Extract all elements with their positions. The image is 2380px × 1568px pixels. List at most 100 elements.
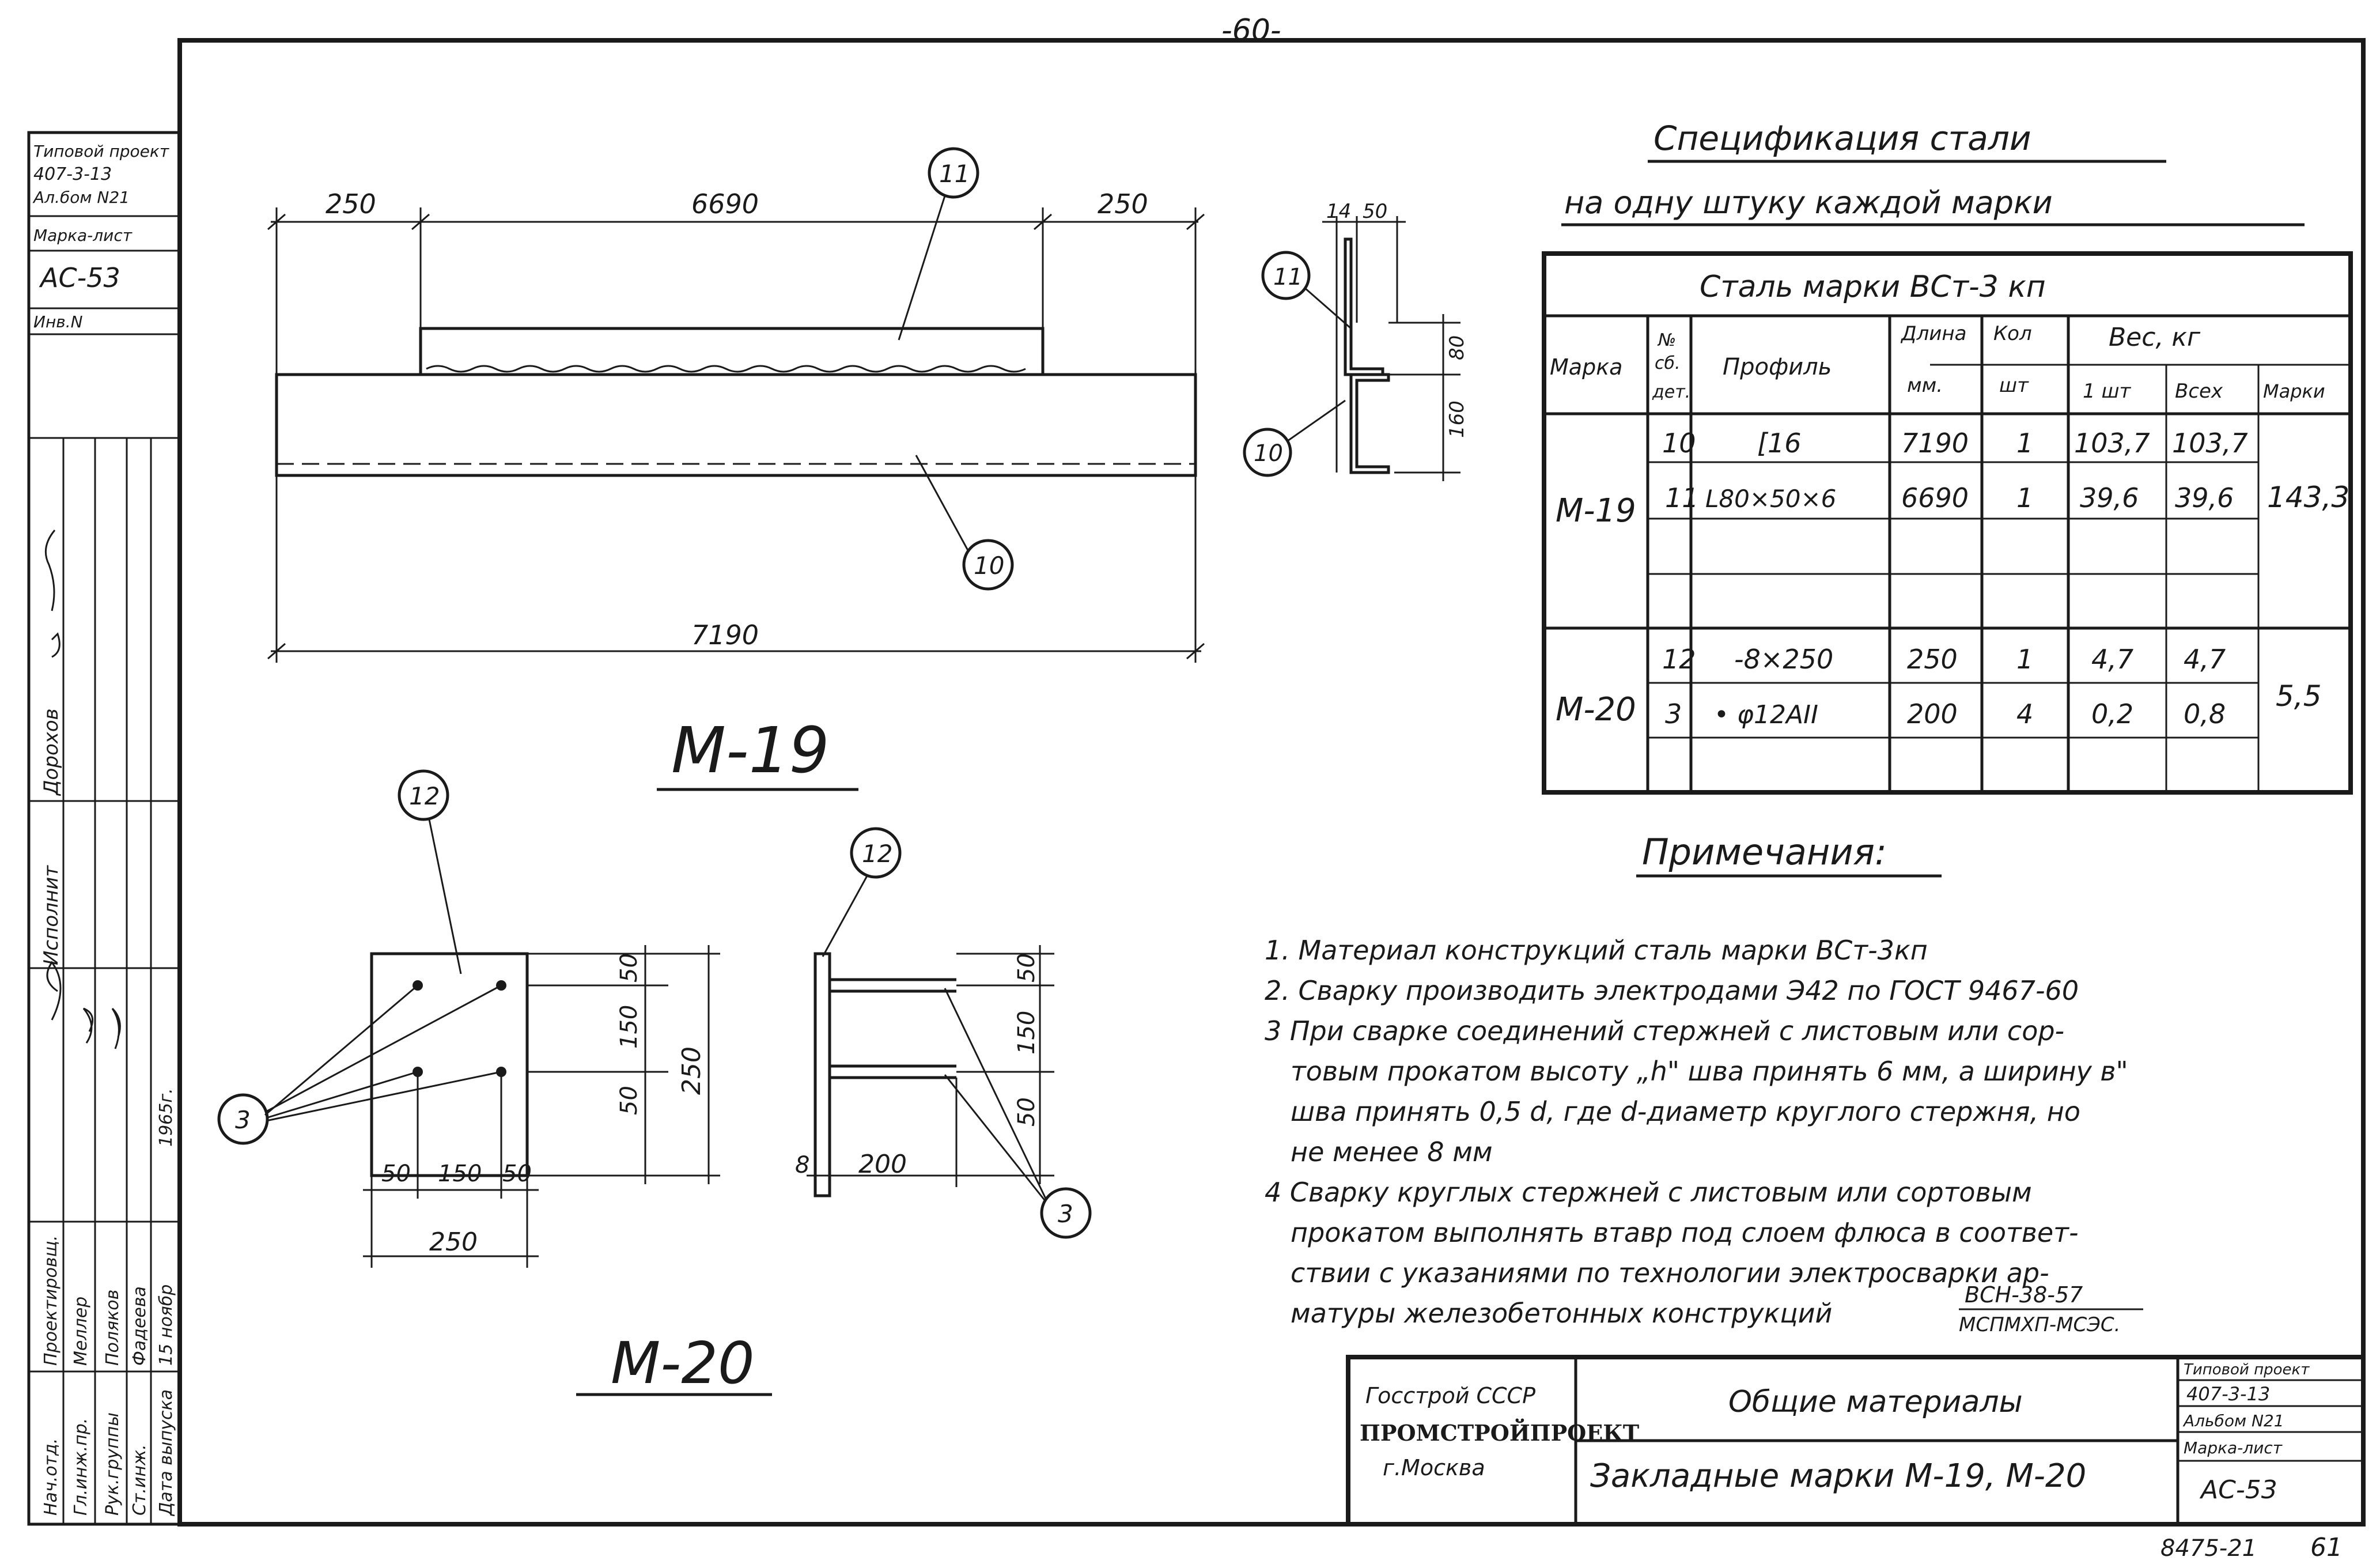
note-line: шва принять 0,5 d, где d-диаметр круглог… bbox=[1291, 1096, 2080, 1127]
notes-title: Примечания: bbox=[1642, 831, 1887, 873]
spec-header-length: мм. bbox=[1907, 374, 1943, 397]
spec-row: 11 L80×50×6 6690 1 39,6 39,6 bbox=[1665, 482, 2234, 513]
spec-header-no: № bbox=[1657, 330, 1676, 350]
callout-10: 10 bbox=[974, 551, 1004, 580]
side-callout-12: 12 bbox=[862, 840, 892, 868]
signature-mark bbox=[46, 961, 62, 1021]
note-line: 2. Сварку производить электродами Э42 по… bbox=[1265, 975, 2079, 1006]
side-dim-right: 50 bbox=[1013, 953, 1040, 983]
stamp-dept: Нач.отд. bbox=[41, 1438, 61, 1516]
spec-cell-no: 3 bbox=[1665, 698, 1682, 730]
m19-dim-top: 250 bbox=[1098, 188, 1148, 220]
spec-cell-qty: 1 bbox=[2016, 428, 2033, 459]
plan-dim-bottom: 50 bbox=[381, 1161, 411, 1187]
section-callout: 10 bbox=[1254, 440, 1283, 467]
spec-cell-w1: 103,7 bbox=[2074, 428, 2150, 459]
section-callout: 11 bbox=[1273, 264, 1303, 290]
note-ref-top: ВСН-38-57 bbox=[1965, 1282, 2083, 1308]
spec-cell-wall: 103,7 bbox=[2172, 428, 2248, 459]
spec-section: Спецификация стали на одну штуку каждой … bbox=[1542, 119, 2353, 795]
note-line: ствии с указаниями по технологии электро… bbox=[1291, 1257, 2049, 1289]
m20-title: М-20 bbox=[611, 1329, 755, 1397]
signature-mark bbox=[51, 632, 60, 658]
sheet-title: Закладные марки М-19, М-20 bbox=[1590, 1457, 2086, 1495]
side-dim-small: 8 bbox=[795, 1152, 809, 1178]
m20-callout-12: 12 bbox=[409, 782, 440, 810]
spec-header-length: Длина bbox=[1900, 322, 1966, 345]
m19-dim-top: 6690 bbox=[691, 188, 759, 220]
stamp-date: 1965г. bbox=[156, 1088, 176, 1147]
footer-code: 8475-21 bbox=[2160, 1535, 2257, 1562]
callout-11: 11 bbox=[939, 160, 970, 188]
m20-callout-3: 3 bbox=[235, 1106, 251, 1134]
plan-dim-right: 50 bbox=[616, 1086, 642, 1115]
spec-header-qty: Кол bbox=[1993, 322, 2032, 345]
spec-steel-header: Сталь марки ВСт-3 кп bbox=[1700, 270, 2046, 304]
spec-cell-no: 10 bbox=[1662, 428, 1696, 459]
spec-cell-qty: 4 bbox=[2016, 698, 2033, 730]
spec-header-wall: Всех bbox=[2175, 380, 2223, 403]
side-stamp-mark: АС-53 bbox=[39, 262, 120, 293]
executor-name: Дорохов bbox=[40, 708, 63, 796]
m19-section: 14 50 80 160 11 10 bbox=[1243, 200, 1469, 481]
spec-cell-length: 200 bbox=[1907, 698, 1958, 730]
spec-mark-total: 5,5 bbox=[2276, 679, 2322, 713]
signature-mark bbox=[82, 1007, 94, 1044]
spec-cell-profile: -8×250 bbox=[1734, 644, 1833, 675]
m19-dim-top: 250 bbox=[326, 188, 376, 220]
spec-cell-no: 12 bbox=[1662, 644, 1696, 675]
m19-title: М-19 bbox=[671, 713, 830, 787]
spec-cell-length: 7190 bbox=[1901, 428, 1969, 459]
project-row: Альбом N21 bbox=[2182, 1411, 2284, 1430]
org-line: Госстрой СССР bbox=[1365, 1383, 1535, 1408]
spec-header-weight: Вес, кг bbox=[2109, 323, 2201, 352]
note-line: товым прокатом высоту „h" шва принять 6 … bbox=[1291, 1056, 2128, 1087]
spec-cell-length: 6690 bbox=[1901, 482, 1969, 513]
stamp-name: Меллер bbox=[71, 1297, 91, 1366]
spec-row: 3 • φ12АII 200 4 0,2 0,8 bbox=[1665, 698, 2226, 730]
executor-label: Исполнит bbox=[40, 865, 63, 965]
side-dim-bottom: 200 bbox=[858, 1150, 907, 1179]
org-line: г.Москва bbox=[1383, 1455, 1485, 1480]
spec-cell-qty: 1 bbox=[2016, 482, 2033, 513]
plan-dim-bottom: 50 bbox=[502, 1161, 532, 1187]
side-dim-right: 150 bbox=[1013, 1011, 1040, 1055]
notes-section: Примечания: 1. Материал конструкций стал… bbox=[1265, 831, 2143, 1336]
plan-dim-right-total: 250 bbox=[677, 1046, 706, 1095]
spec-header-mark: Марка bbox=[1550, 354, 1622, 380]
spec-header-w1: 1 шт bbox=[2083, 380, 2132, 403]
m19-dim-total: 7190 bbox=[691, 619, 759, 651]
spec-header-no: сб. bbox=[1655, 353, 1681, 373]
spec-title: Спецификация стали bbox=[1653, 119, 2031, 158]
spec-cell-wall: 0,8 bbox=[2184, 698, 2226, 730]
project-row: 407-3-13 bbox=[2186, 1383, 2270, 1405]
stamp-role: Ст.инж. bbox=[130, 1444, 150, 1516]
spec-cell-no: 11 bbox=[1665, 482, 1699, 513]
note-line: 4 Сварку круглых стержней с листовым или… bbox=[1265, 1177, 2032, 1208]
signature-mark bbox=[111, 1007, 121, 1049]
side-stamp-row: Инв.N bbox=[33, 312, 83, 331]
spec-cell-profile: • φ12АII bbox=[1714, 700, 1818, 730]
section-dim-side: 80 bbox=[1446, 335, 1469, 360]
spec-header-qty: шт bbox=[1999, 374, 2029, 397]
stamp-role: Проектировщ. bbox=[41, 1235, 61, 1366]
spec-header-no: дет. bbox=[1652, 382, 1690, 402]
note-line: 1. Материал конструкций сталь марки ВСт-… bbox=[1265, 935, 1928, 966]
plan-dim-right: 50 bbox=[616, 953, 642, 983]
plan-dim-total: 250 bbox=[429, 1227, 478, 1257]
note-ref-bottom: МСПМХП-МСЭС. bbox=[1959, 1313, 2120, 1336]
stamp-role: Дата выпуска bbox=[156, 1389, 176, 1517]
side-stamp-row: Типовой проект bbox=[33, 142, 169, 161]
spec-cell-length: 250 bbox=[1907, 644, 1958, 675]
spec-row: 10 [16 7190 1 103,7 103,7 bbox=[1662, 428, 2248, 459]
spec-cell-profile: [16 bbox=[1757, 428, 1801, 459]
project-row: Типовой проект bbox=[2184, 1361, 2310, 1378]
plan-dim-bottom: 150 bbox=[438, 1161, 482, 1187]
spec-header-wmark: Марки bbox=[2263, 380, 2325, 402]
note-line: прокатом выполнять втавр под слоем флюса… bbox=[1291, 1217, 2079, 1248]
side-callout-3: 3 bbox=[1058, 1200, 1073, 1228]
spec-header-profile: Профиль bbox=[1723, 354, 1832, 380]
note-line: матуры железобетонных конструкций bbox=[1291, 1298, 1832, 1329]
stamp-role: Гл.инж.пр. bbox=[71, 1418, 91, 1516]
spec-mark-total: 143,3 bbox=[2267, 481, 2349, 514]
